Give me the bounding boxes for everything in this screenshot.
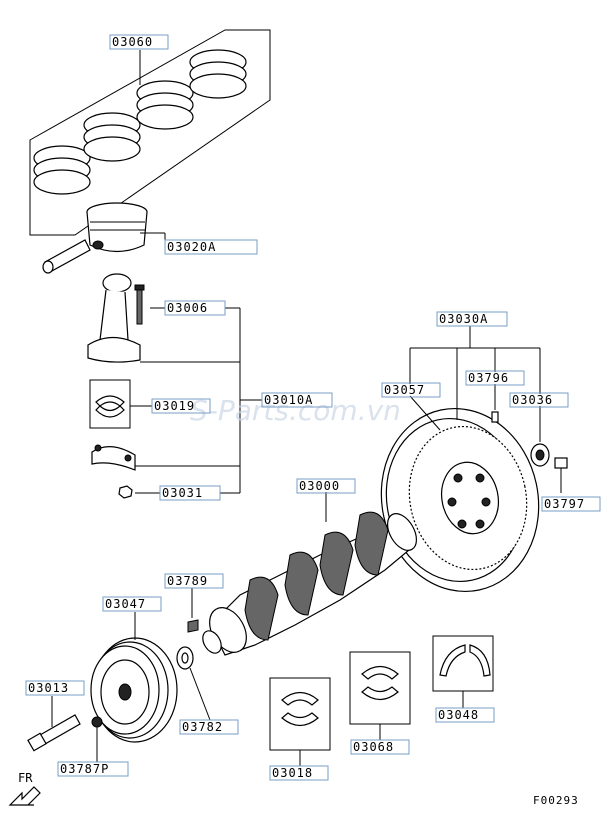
label-03787P[interactable]: 03787P	[60, 762, 109, 776]
label-03006[interactable]: 03006	[167, 301, 208, 315]
main-bearing-panel-03068	[349, 651, 411, 740]
label-03031[interactable]: 03031	[162, 486, 203, 500]
label-03030A[interactable]: 03030A	[439, 312, 488, 326]
bearing-upper-panel	[89, 379, 131, 429]
woodruff-key	[187, 588, 199, 633]
label-03019[interactable]: 03019	[154, 399, 195, 413]
ring-set-3	[136, 80, 194, 130]
watermark: S-Parts.com.vn	[190, 394, 401, 427]
piston-assembly	[42, 202, 166, 274]
label-03782[interactable]: 03782	[182, 720, 223, 734]
label-03013[interactable]: 03013	[28, 681, 69, 695]
label-03000[interactable]: 03000	[299, 479, 340, 493]
figure-code: F00293	[533, 794, 579, 807]
connecting-rod	[87, 273, 145, 363]
ring-set-1	[33, 145, 91, 195]
crank-pulley	[90, 612, 178, 743]
arrow-icon	[8, 786, 41, 806]
pulley-bolt	[27, 696, 81, 752]
leaders-left	[130, 307, 262, 494]
label-03057[interactable]: 03057	[384, 383, 425, 397]
label-03048[interactable]: 03048	[438, 708, 479, 722]
label-03068[interactable]: 03068	[353, 740, 394, 754]
small-bolt	[91, 716, 103, 762]
label-03060[interactable]: 03060	[112, 35, 153, 49]
crankshaft	[202, 492, 418, 656]
label-03796[interactable]: 03796	[468, 371, 509, 385]
thrust-washer	[176, 646, 211, 721]
ring-set-2	[83, 112, 141, 162]
part-labels: 03060 03020A 03006 03019 03010A 03031 03…	[25, 34, 601, 781]
label-03047[interactable]: 03047	[105, 597, 146, 611]
leaders-flywheel	[409, 326, 541, 442]
label-03010A[interactable]: 03010A	[264, 393, 313, 407]
front-direction-indicator: FR	[8, 771, 41, 806]
label-03036[interactable]: 03036	[512, 393, 553, 407]
rod-nut	[118, 485, 133, 499]
thrust-bearing-panel-03048	[432, 635, 494, 708]
ring-set-4	[189, 49, 247, 99]
label-03789[interactable]: 03789	[167, 574, 208, 588]
main-bearing-panel-03018	[269, 677, 331, 766]
piston-rings-panel	[29, 29, 271, 236]
fr-label: FR	[18, 771, 33, 785]
label-03020A[interactable]: 03020A	[167, 240, 216, 254]
flywheel	[380, 407, 568, 593]
label-03018[interactable]: 03018	[272, 766, 313, 780]
label-03797[interactable]: 03797	[544, 497, 585, 511]
bearing-cap	[91, 444, 136, 471]
